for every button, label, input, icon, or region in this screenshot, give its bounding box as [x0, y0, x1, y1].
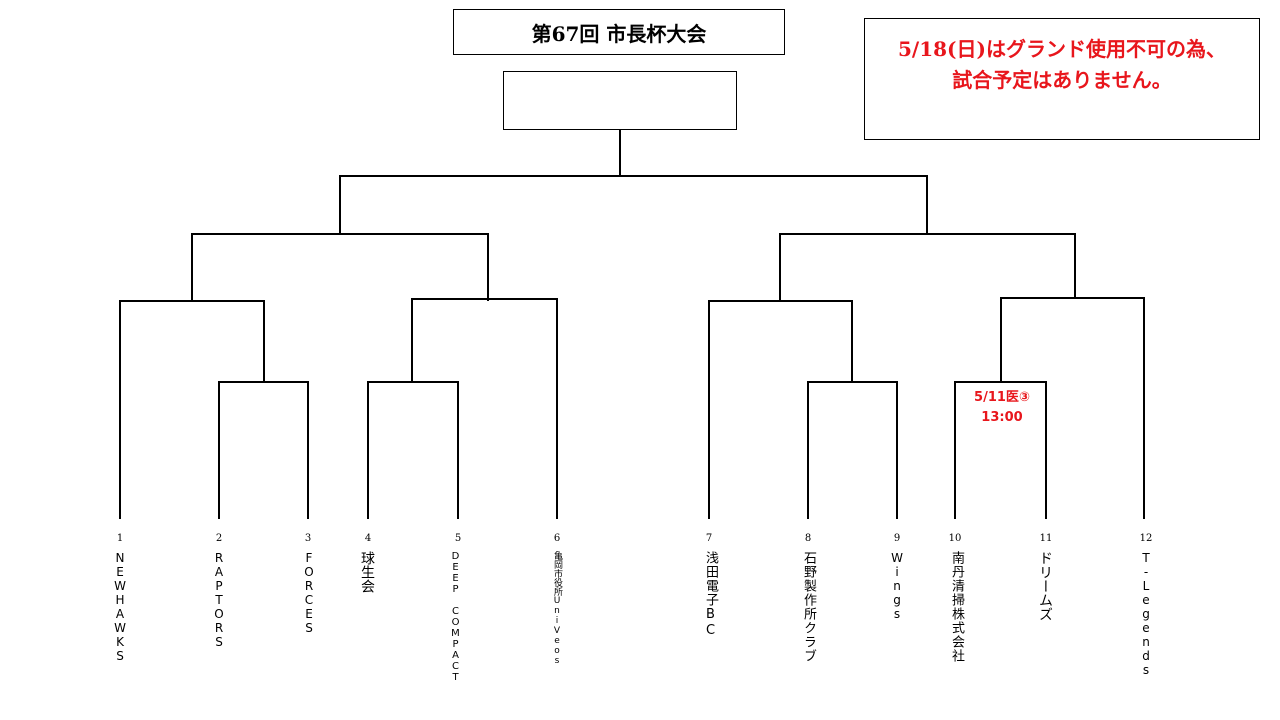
seed-number: 6	[553, 533, 561, 544]
seed-number: 3	[304, 533, 312, 544]
seed-number: 11	[1039, 533, 1053, 544]
seed-number: 12	[1139, 533, 1153, 544]
notice-line-1: 5/18(日)はグランド使用不可の為、	[898, 37, 1226, 61]
bracket-line-semi-right	[779, 233, 1076, 301]
seed-number: 10	[948, 533, 962, 544]
team-name: Wings	[890, 551, 904, 621]
team-name: 南丹清掃株式会社	[949, 551, 964, 663]
bracket-line-block-2	[367, 298, 558, 519]
team-name: 石野製作所クラブ	[801, 551, 816, 663]
match-time: 13:00	[981, 410, 1023, 425]
team-name: FORCES	[302, 551, 316, 635]
team-name: DEEP COMPACT	[450, 551, 461, 683]
bracket-line-block-3	[708, 300, 898, 519]
notice-box: 5/18(日)はグランド使用不可の為、 試合予定はありません。	[864, 18, 1260, 140]
seed-number: 7	[705, 533, 713, 544]
bracket-line-block-1	[119, 300, 309, 519]
tournament-title: 第67回 市長杯大会	[453, 9, 785, 55]
notice-line-2: 試合予定はありません。	[952, 68, 1172, 92]
bracket-line-semi-left	[191, 233, 489, 301]
team-name: 浅田電子BC	[703, 551, 718, 639]
seed-number: 8	[804, 533, 812, 544]
seed-number: 1	[116, 533, 124, 544]
team-name: RAPTORS	[212, 551, 226, 649]
team-name: NEWHAWKS	[113, 551, 127, 663]
team-name: 亀岡市役所UniVeos	[552, 551, 562, 666]
seed-number: 2	[215, 533, 223, 544]
seed-number: 5	[454, 533, 462, 544]
team-name: T-Legends	[1139, 551, 1153, 677]
team-name: 球生会	[359, 551, 375, 593]
bracket-line-final	[339, 129, 928, 235]
match-date: 5/11医③	[974, 390, 1030, 405]
bracket-line-block-4	[954, 297, 1145, 519]
seed-number: 9	[893, 533, 901, 544]
match-schedule-note: 5/11医③ 13:00	[955, 388, 1049, 428]
team-name: ドリームズ	[1037, 551, 1053, 621]
seed-number: 4	[364, 533, 372, 544]
